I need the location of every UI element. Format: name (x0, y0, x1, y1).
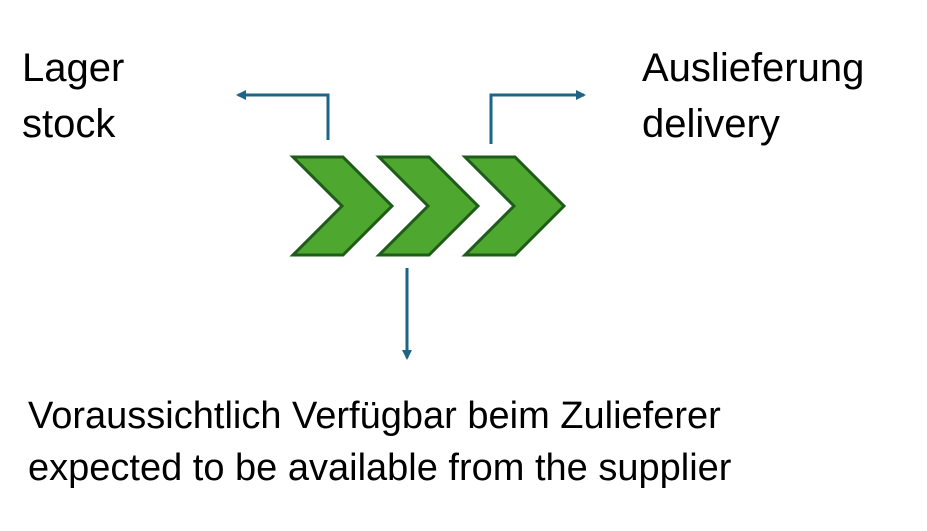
stock-label-line1: Lager (22, 46, 125, 90)
supplier-label-line2: expected to be available from the suppli… (28, 447, 732, 489)
stock-label: Lager stock (22, 40, 124, 152)
supplier-label: Voraussichtlich Verfügbar beim Zuliefere… (28, 390, 731, 494)
delivery-label: Auslieferung delivery (642, 40, 864, 152)
delivery-label-line2: delivery (642, 102, 780, 146)
delivery-label-line1: Auslieferung (642, 46, 865, 90)
arrow-to-stock (236, 90, 330, 140)
arrow-to-delivery (489, 90, 586, 144)
supplier-label-line1: Voraussichtlich Verfügbar beim Zuliefere… (28, 395, 721, 437)
chevron-1 (289, 155, 395, 257)
stock-label-line2: stock (22, 102, 116, 146)
chevron-2 (375, 155, 481, 257)
chevron-3 (461, 155, 567, 257)
